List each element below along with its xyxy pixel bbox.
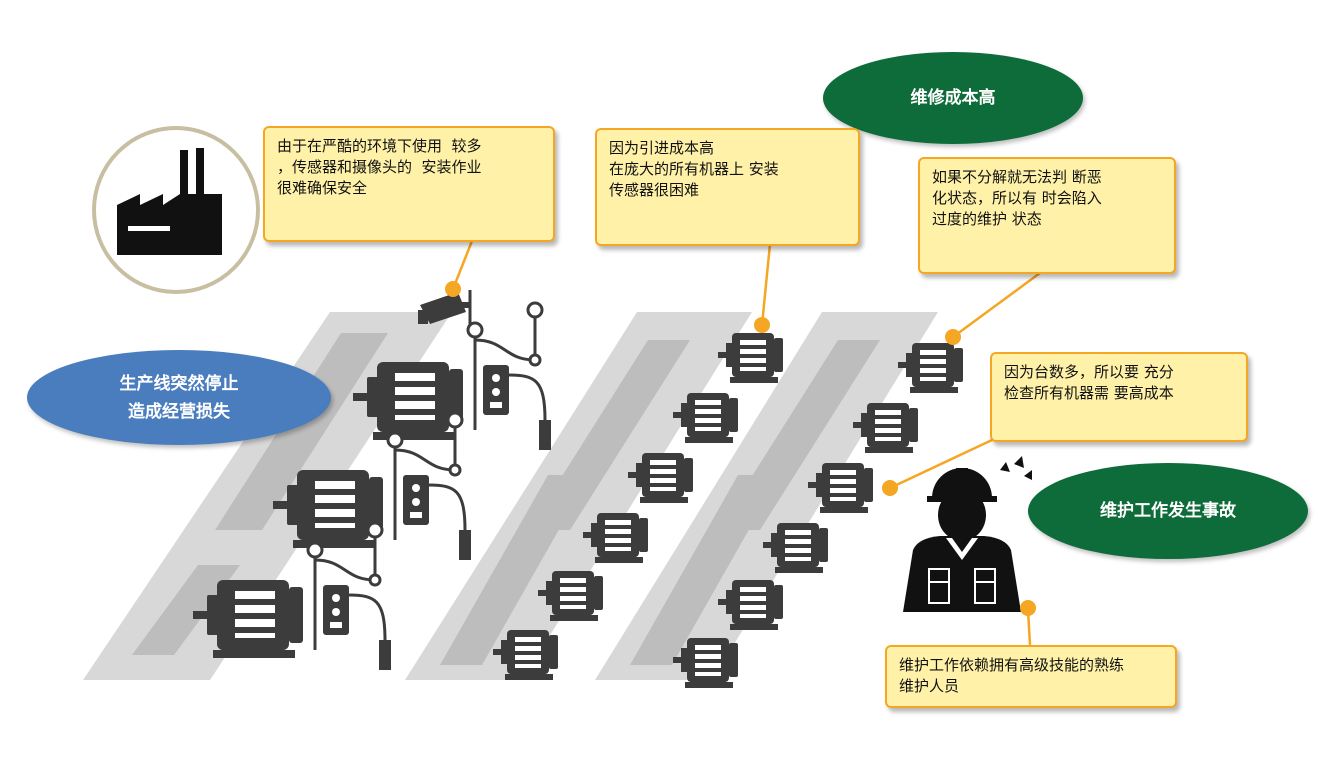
accident-label: 维护工作发生事故: [1100, 501, 1236, 521]
callout-line: 传感器很困难: [609, 181, 700, 199]
callout-line: 由于在严酷的环境下使用 较多: [277, 137, 482, 155]
callout-line: 如果不分解就无法判 断恶: [932, 168, 1102, 186]
callout-skilled-staff: 维护工作依赖拥有高级技能的熟练 维护人员: [885, 645, 1177, 708]
callout-line: 检查所有机器需 要高成本: [1004, 384, 1174, 402]
conveyor-belt-right: [595, 312, 938, 680]
callout-line: 维护人员: [899, 677, 960, 695]
worker-with-helmet-icon: [903, 456, 1032, 612]
callout-harsh-environment: 由于在严酷的环境下使用 较多 ，传感器和摄像头的 安装作业 很难确保安全: [263, 126, 555, 242]
line-stop-label-1: 生产线突然停止: [119, 373, 239, 394]
maintenance-cost-label: 维修成本高: [910, 88, 996, 108]
accident-ellipse: 维护工作发生事故: [1028, 463, 1308, 559]
gauge-rig-1: [466, 301, 553, 452]
maintenance-cost-ellipse: 维修成本高: [823, 52, 1083, 144]
callout-many-units: 因为台数多，所以要 充分 检查所有机器需 要高成本: [990, 352, 1248, 442]
connector-lines: [451, 240, 1041, 646]
line-stop-label-2: 造成经营损失: [128, 401, 230, 422]
line-stop-ellipse: 生产线突然停止 造成经营损失: [27, 350, 331, 445]
conveyor-belt-left: [83, 312, 452, 680]
callout-line: 化状态，所以有 时会陷入: [932, 189, 1102, 207]
callout-line: 很难确保安全: [277, 179, 368, 197]
callout-line: 因为台数多，所以要 充分: [1004, 363, 1174, 381]
factory-icon: [92, 126, 260, 294]
callout-line: 在庞大的所有机器上 安装: [609, 160, 779, 178]
callout-over-maintenance: 如果不分解就无法判 断恶 化状态，所以有 时会陷入 过度的维护 状态: [918, 157, 1176, 274]
callout-line: ，传感器和摄像头的 安装作业: [277, 158, 482, 176]
connector-dots: [445, 281, 1036, 616]
callout-line: 维护工作依赖拥有高级技能的熟练: [899, 656, 1125, 674]
callout-line: 因为引进成本高: [609, 139, 715, 157]
conveyor-belt-middle: [405, 312, 752, 680]
callout-line: 过度的维护 状态: [932, 210, 1042, 228]
callout-introduction-cost: 因为引进成本高 在庞大的所有机器上 安装 传感器很困难: [595, 128, 860, 246]
